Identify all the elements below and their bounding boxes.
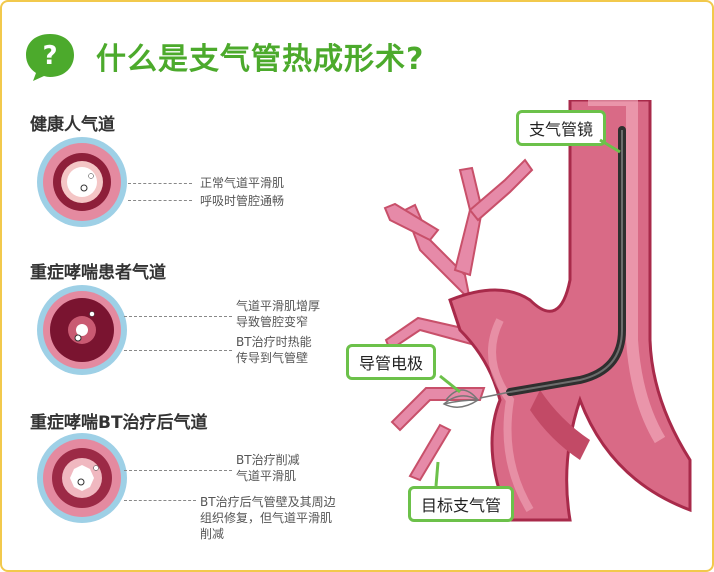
question-mark: ? — [42, 41, 57, 71]
note-wall-after-bt: BT治疗后气管壁及其周边 — [200, 495, 336, 509]
healthy-airway-cross-section — [37, 137, 127, 227]
trachea-outline — [448, 100, 692, 522]
pointer-line — [128, 183, 192, 184]
section-heading-after-bt: 重症哮喘BT治疗后气道 — [30, 413, 208, 433]
asthma-airway-cross-section — [37, 285, 127, 375]
section-heading-healthy: 健康人气道 — [30, 115, 115, 135]
label-bronchoscope: 支气管镜 — [516, 110, 607, 146]
note-thickened-muscle: 气道平滑肌增厚 — [236, 299, 321, 313]
page-title: 什么是支气管热成形术? — [96, 42, 425, 77]
section-heading-asthma: 重症哮喘患者气道 — [30, 263, 166, 283]
note-normal-muscle: 正常气道平滑肌 — [200, 176, 285, 190]
catheter-electrode-basket — [442, 389, 511, 408]
label-catheter-electrode: 导管电极 — [346, 344, 437, 380]
note-heat-energy: BT治疗时热能 — [236, 335, 312, 349]
label-target-bronchus: 目标支气管 — [408, 486, 515, 522]
pointer-line — [124, 470, 232, 471]
note-bt-reduces: BT治疗削减 — [236, 453, 300, 467]
pointer-line — [128, 200, 192, 201]
post-bt-airway-cross-section — [37, 433, 127, 523]
note-narrowed-lumen: 导致管腔变窄 — [236, 315, 309, 329]
pointer-line — [124, 316, 232, 317]
note-open-lumen: 呼吸时管腔通畅 — [200, 194, 285, 208]
pointer-line — [124, 500, 196, 501]
pointer-line — [124, 350, 232, 351]
note-tissue-repair: 组织修复，但气道平滑肌 — [200, 511, 333, 525]
bronchial-tree-illustration — [383, 100, 692, 522]
question-bubble-icon: ? — [26, 34, 74, 81]
note-heat-to-wall: 传导到气管壁 — [236, 351, 309, 365]
note-smooth-muscle: 气道平滑肌 — [236, 469, 297, 483]
note-reduced: 削减 — [200, 527, 225, 541]
